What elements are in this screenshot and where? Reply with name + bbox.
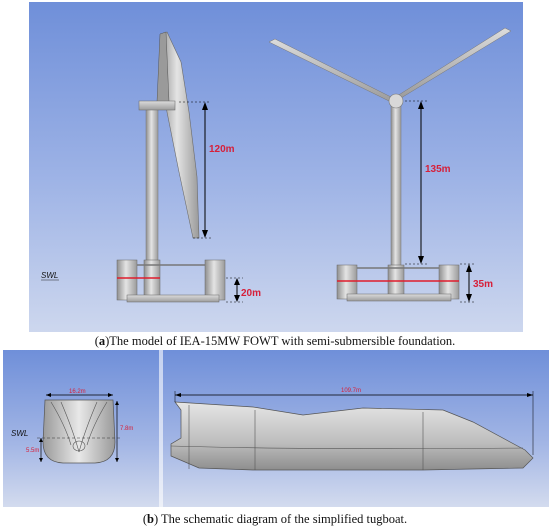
left-rotor-height-label: 120m [209,144,235,155]
left-platform-column-1 [116,259,138,301]
tugboat-depth-label: 7.8m [120,426,133,432]
tugboat-length-label: 109.7m [341,388,361,394]
caption-a-text: The model of IEA-15MW FOWT with semi-sub… [109,334,456,348]
caption-b: (b) The schematic diagram of the simplif… [142,512,408,526]
right-draft-label: 35m [473,279,493,290]
tugboat-draft-label: 5.5m [26,448,39,454]
caption-a: (a)The model of IEA-15MW FOWT with semi-… [94,334,456,348]
right-turbine: 135m 35m [268,27,512,303]
fowt-model-panel: 120m 20m SWL [29,2,523,332]
fowt-model-drawing: 120m 20m SWL [41,27,512,303]
right-hub [388,93,404,109]
right-tower [390,105,402,269]
left-tower [145,105,159,267]
left-draft-label: 20m [241,288,261,299]
caption-b-tag: b [147,512,154,526]
tugboat-panel: 16.2m 7.8m 5.5m SWL [3,350,549,507]
left-nacelle [138,100,176,111]
caption-b-text: The schematic diagram of the simplified … [158,512,408,526]
right-pontoon [346,293,452,302]
tugboat-profile-hull [170,401,534,471]
tugboat-profile-view: 109.7m [170,388,534,471]
swl-label-b: SWL [11,429,28,438]
left-turbine: 120m 20m [116,31,261,303]
right-rotor-height-label: 135m [425,164,451,175]
tugboat-section-hull [42,399,116,464]
tugboat-section-view: 16.2m 7.8m 5.5m [26,389,133,464]
tugboat-drawing: 16.2m 7.8m 5.5m SWL [11,350,534,507]
tugboat-beam-label: 16.2m [69,389,86,395]
left-pontoon [126,294,220,303]
left-platform-column-2 [143,259,161,301]
right-blade-left [268,38,394,103]
swl-label-a: SWL [41,271,58,280]
right-blade-right [396,27,512,99]
left-platform-column-3 [204,259,226,301]
caption-a-tag: a [98,334,106,348]
